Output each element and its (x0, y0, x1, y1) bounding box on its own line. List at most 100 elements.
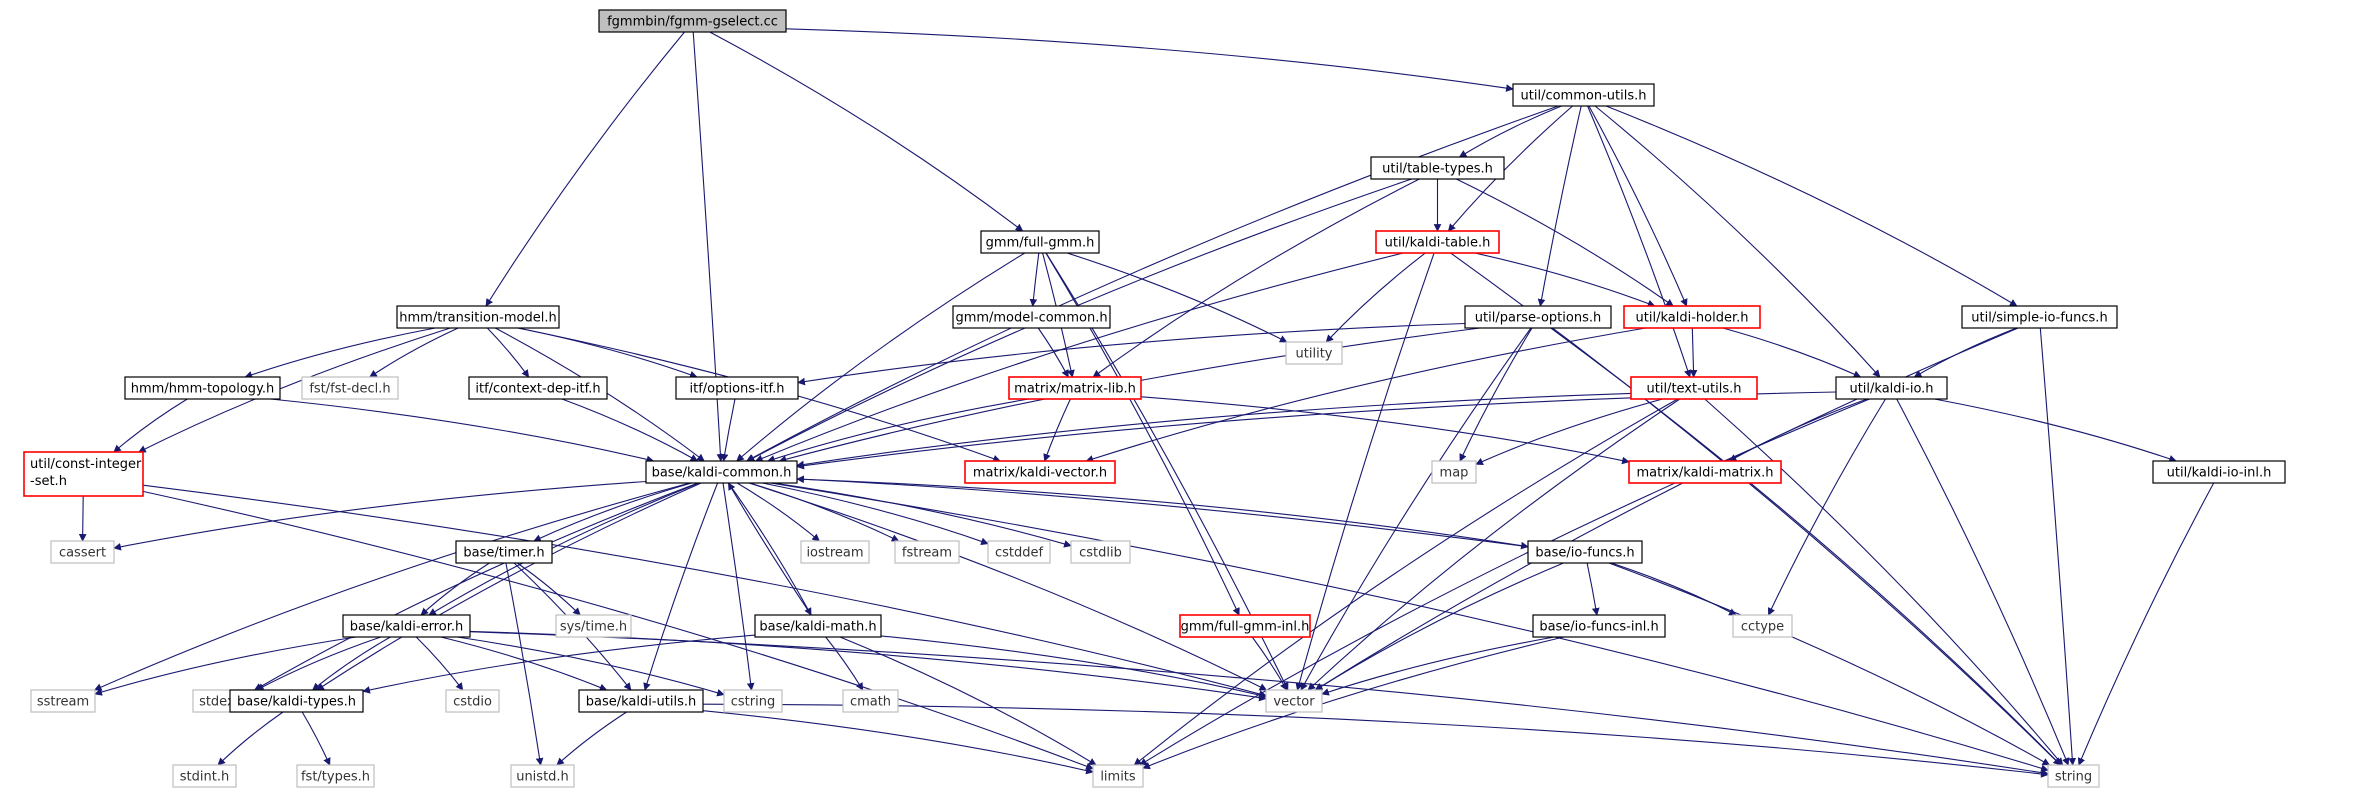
edge-common-utils-to-parse-options (1537, 105, 1582, 307)
edge-io-funcs-to-kaldi-common (796, 475, 1529, 548)
edge-kaldi-common-to-io-funcs (796, 478, 1529, 550)
node-box-common-utils (1512, 83, 1655, 107)
node-box-transition-model (396, 305, 560, 329)
node-box-fgmm (598, 9, 787, 33)
node-kaldi-common[interactable]: base/kaldi-common.h (645, 460, 798, 484)
edge-parse-options-to-vector (1300, 327, 1532, 691)
node-full-gmm[interactable]: gmm/full-gmm.h (980, 230, 1100, 254)
edge-io-funcs-inl-to-limits (1142, 636, 1564, 770)
edge-common-utils-to-kaldi-table (1447, 105, 1573, 232)
node-fgmm[interactable]: fgmmbin/fgmm-gselect.cc (598, 9, 787, 33)
node-box-matrix-lib (1008, 376, 1142, 400)
node-label-parse-options: util/parse-options.h (1475, 311, 1601, 326)
node-string: string (2047, 764, 2100, 788)
edge-const-integer-set-to-limits (142, 490, 1094, 770)
edge-kaldi-table-to-kaldi-holder (1474, 252, 1656, 308)
node-const-integer-set[interactable]: util/const-integer-set.h (23, 451, 144, 497)
node-model-common[interactable]: gmm/model-common.h (952, 305, 1111, 329)
node-box-hmm-topology (124, 376, 281, 400)
node-kaldi-math[interactable]: base/kaldi-math.h (754, 614, 882, 638)
node-text-utils[interactable]: util/text-utils.h (1630, 376, 1758, 400)
edge-kaldi-table-to-kaldi-common (754, 252, 1404, 462)
node-unistd: unistd.h (510, 764, 575, 788)
node-label-stdint: stdint.h (180, 770, 229, 785)
node-common-utils[interactable]: util/common-utils.h (1512, 83, 1655, 107)
edge-kaldi-io-inl-to-string (2077, 482, 2215, 766)
node-label-vector: vector (1273, 695, 1315, 710)
edge-full-gmm-inl-to-vector (1251, 636, 1288, 691)
edge-kaldi-common-to-sstream (93, 482, 691, 691)
edge-kaldi-io-to-kaldi-io-inl (1934, 398, 2177, 463)
edge-kaldi-error-to-cstring (457, 636, 725, 697)
edge-transition-model-to-options-itf (517, 327, 698, 379)
node-kaldi-utils[interactable]: base/kaldi-utils.h (578, 689, 704, 713)
edge-kaldi-utils-to-limits (702, 710, 1094, 775)
edge-fgmm-to-kaldi-common (692, 31, 725, 462)
node-io-funcs[interactable]: base/io-funcs.h (1527, 540, 1643, 564)
node-label-fst-decl: fst/fst-decl.h (309, 382, 390, 397)
node-label-matrix-lib: matrix/matrix-lib.h (1014, 382, 1136, 397)
node-sys-time: sys/time.h (555, 614, 632, 638)
node-box-text-utils (1630, 376, 1758, 400)
edge-kaldi-error-to-sstream (94, 636, 357, 696)
node-full-gmm-inl[interactable]: gmm/full-gmm-inl.h (1179, 614, 1311, 638)
node-kaldi-holder[interactable]: util/kaldi-holder.h (1623, 305, 1761, 329)
edge-kaldi-math-to-vector (880, 635, 1267, 699)
node-box-simple-io-funcs (1961, 305, 2118, 329)
edge-kaldi-error-to-kaldi-types (312, 636, 391, 691)
edge-simple-io-funcs-to-vector (1314, 327, 2019, 691)
node-timer[interactable]: base/timer.h (455, 540, 553, 564)
node-box-fst-types (296, 764, 375, 788)
edge-kaldi-types-to-stdint (217, 711, 284, 766)
node-kaldi-vector[interactable]: matrix/kaldi-vector.h (964, 460, 1116, 484)
edge-options-itf-to-kaldi-common (720, 398, 736, 462)
edge-kaldi-error-to-cstdio (415, 636, 464, 691)
edge-kaldi-common-to-kaldi-error (428, 482, 700, 616)
node-kaldi-table[interactable]: util/kaldi-table.h (1375, 230, 1500, 254)
node-options-itf[interactable]: itf/options-itf.h (675, 376, 799, 400)
node-label-cassert: cassert (59, 546, 106, 561)
edge-kaldi-common-to-stdexcept (253, 482, 699, 691)
node-box-io-funcs (1527, 540, 1643, 564)
edge-kaldi-holder-to-kaldi-io (1722, 327, 1862, 378)
node-label-common-utils: util/common-utils.h (1521, 89, 1647, 104)
edge-kaldi-table-to-string (1450, 252, 2061, 766)
edge-kaldi-utils-to-unistd (556, 711, 627, 766)
node-label-kaldi-io-inl: util/kaldi-io-inl.h (2167, 466, 2272, 481)
node-kaldi-matrix[interactable]: matrix/kaldi-matrix.h (1628, 460, 1782, 484)
node-box-const-integer-set (23, 451, 144, 497)
edge-hmm-topology-to-const-integer-set (113, 398, 188, 453)
node-simple-io-funcs[interactable]: util/simple-io-funcs.h (1961, 305, 2118, 329)
edge-common-utils-to-kaldi-io (1594, 105, 1881, 378)
node-cstring: cstring (723, 689, 783, 713)
edge-kaldi-common-to-iostream (736, 482, 820, 542)
edge-timer-to-kaldi-error (420, 562, 490, 616)
node-label-cctype: cctype (1741, 620, 1784, 635)
edge-kaldi-io-to-limits (1139, 398, 1870, 766)
node-hmm-topology[interactable]: hmm/hmm-topology.h (124, 376, 281, 400)
edge-timer-to-unistd (505, 562, 544, 766)
node-label-table-types: util/table-types.h (1382, 162, 1493, 177)
node-transition-model[interactable]: hmm/transition-model.h (396, 305, 560, 329)
node-limits: limits (1092, 764, 1144, 788)
node-context-dep-itf[interactable]: itf/context-dep-itf.h (468, 376, 608, 400)
node-label-iostream: iostream (806, 546, 863, 561)
node-kaldi-types[interactable]: base/kaldi-types.h (229, 689, 364, 713)
node-matrix-lib[interactable]: matrix/matrix-lib.h (1008, 376, 1142, 400)
node-box-map (1431, 460, 1477, 484)
node-kaldi-error[interactable]: base/kaldi-error.h (342, 614, 471, 638)
node-parse-options[interactable]: util/parse-options.h (1464, 305, 1612, 329)
node-label-io-funcs-inl: base/io-funcs-inl.h (1539, 620, 1658, 635)
node-label-map: map (1440, 466, 1469, 481)
node-kaldi-io[interactable]: util/kaldi-io.h (1835, 376, 1948, 400)
node-table-types[interactable]: util/table-types.h (1370, 156, 1505, 180)
edge-kaldi-common-to-timer (533, 482, 692, 542)
edge-io-funcs-to-string (1608, 562, 2051, 766)
node-kaldi-io-inl[interactable]: util/kaldi-io-inl.h (2152, 460, 2286, 484)
node-label-transition-model: hmm/transition-model.h (399, 311, 556, 326)
node-io-funcs-inl[interactable]: base/io-funcs-inl.h (1532, 614, 1666, 638)
node-label-cstring: cstring (731, 695, 775, 710)
node-label-kaldi-types: base/kaldi-types.h (237, 695, 356, 710)
edge-io-funcs-to-io-funcs-inl (1586, 562, 1600, 616)
node-box-cstddef (987, 540, 1051, 564)
